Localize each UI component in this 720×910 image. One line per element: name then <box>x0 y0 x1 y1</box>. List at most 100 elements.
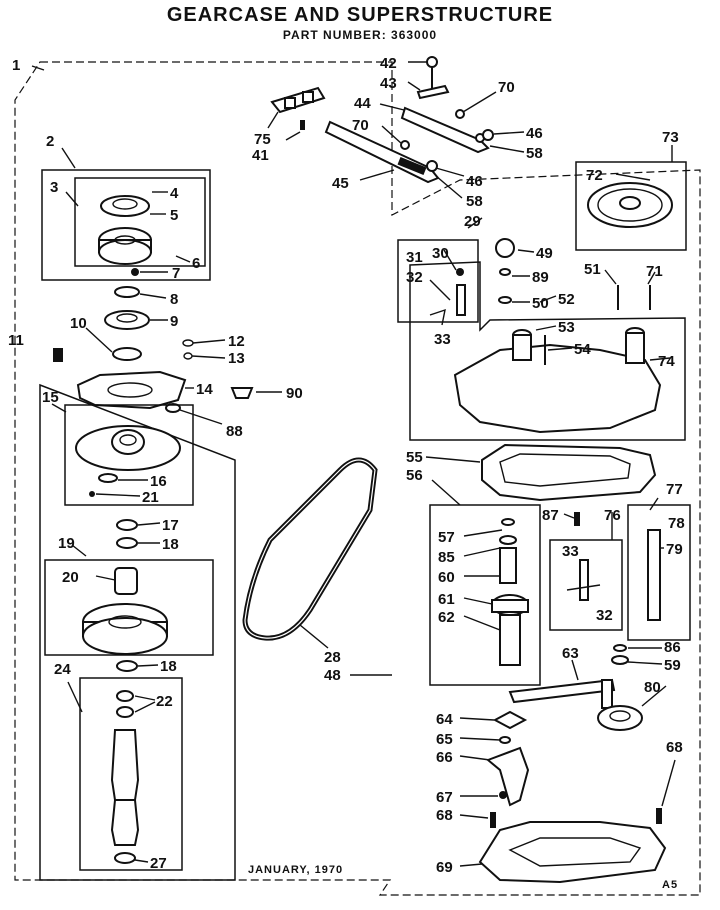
leader-lines <box>31 61 676 867</box>
callout-50: 50 <box>532 295 549 312</box>
callout-30: 30 <box>432 245 449 262</box>
callout-1: 1 <box>12 57 20 74</box>
callout-19: 19 <box>58 535 75 552</box>
callout-8: 8 <box>170 291 178 308</box>
callout-42: 42 <box>380 55 397 72</box>
callout-63: 63 <box>562 645 579 662</box>
callout-6: 6 <box>192 255 200 272</box>
callout-4: 4 <box>170 185 179 202</box>
right-parts <box>397 161 691 884</box>
callout-43: 43 <box>380 75 397 92</box>
callout-29: 29 <box>464 213 481 230</box>
callout-33b: 33 <box>562 543 579 560</box>
callout-44: 44 <box>354 95 371 112</box>
callout-22: 22 <box>156 693 173 710</box>
callout-59: 59 <box>664 657 681 674</box>
callout-31: 31 <box>406 249 423 266</box>
callout-24: 24 <box>54 661 71 678</box>
callout-58: 58 <box>526 145 543 162</box>
callout-72: 72 <box>586 167 603 184</box>
callout-16: 16 <box>150 473 167 490</box>
callout-78: 78 <box>668 515 685 532</box>
top-parts <box>270 56 494 184</box>
callout-20: 20 <box>62 569 79 586</box>
callout-61: 61 <box>438 591 455 608</box>
callout-56: 56 <box>406 467 423 484</box>
callout-54: 54 <box>574 341 591 358</box>
callout-15: 15 <box>42 389 59 406</box>
box-group-15-inner <box>64 404 194 506</box>
callout-52: 52 <box>558 291 575 308</box>
callout-32b: 32 <box>596 607 613 624</box>
box-group-29 <box>409 261 686 441</box>
callout-41: 41 <box>252 147 269 164</box>
callout-12: 12 <box>228 333 245 350</box>
callout-5: 5 <box>170 207 178 224</box>
callout-64: 64 <box>436 711 453 728</box>
callout-3: 3 <box>50 179 58 196</box>
footer-date: JANUARY, 1970 <box>248 864 343 876</box>
callout-9: 9 <box>170 313 178 330</box>
box-group-24 <box>79 677 183 871</box>
diagram-title: GEARCASE AND SUPERSTRUCTURE <box>166 4 554 26</box>
callout-18b: 18 <box>160 658 177 675</box>
callout-89: 89 <box>532 269 549 286</box>
callout-7: 7 <box>172 265 180 282</box>
callout-73: 73 <box>662 129 679 146</box>
callout-45: 45 <box>332 175 349 192</box>
box-group-31 <box>397 239 479 323</box>
callout-46: 46 <box>526 125 543 142</box>
box-group-73 <box>575 161 687 251</box>
callout-11: 11 <box>8 332 24 349</box>
callout-58b: 58 <box>466 193 483 210</box>
callout-66: 66 <box>436 749 453 766</box>
footer-code: A5 <box>662 879 678 891</box>
callout-79: 79 <box>666 541 683 558</box>
callout-53: 53 <box>558 319 575 336</box>
callout-87: 87 <box>542 507 559 524</box>
callout-10: 10 <box>70 315 87 332</box>
callout-86: 86 <box>664 639 681 656</box>
callout-80: 80 <box>644 679 661 696</box>
callout-60: 60 <box>438 569 455 586</box>
callout-90: 90 <box>286 385 303 402</box>
callout-70b: 70 <box>352 117 369 134</box>
callout-21: 21 <box>142 489 159 506</box>
callout-75: 75 <box>254 131 271 148</box>
callout-69: 69 <box>436 859 453 876</box>
callout-48: 48 <box>324 667 341 684</box>
callout-labels: 1 2 3 4 5 6 7 8 9 10 11 12 13 14 15 16 1… <box>8 55 685 876</box>
callout-67: 67 <box>436 789 453 806</box>
box-group-19 <box>44 559 214 656</box>
box-group-2 <box>41 169 211 281</box>
box-group-77 <box>627 504 691 641</box>
part-number-line: PART NUMBER: 363000 <box>282 28 438 42</box>
callout-65: 65 <box>436 731 453 748</box>
box-group-3 <box>74 177 206 267</box>
callout-88: 88 <box>226 423 243 440</box>
callout-46b: 46 <box>466 173 483 190</box>
callout-68b: 68 <box>666 739 683 756</box>
callout-77: 77 <box>666 481 683 498</box>
callout-32: 32 <box>406 269 423 286</box>
callout-14: 14 <box>196 381 213 398</box>
callout-85: 85 <box>438 549 455 566</box>
callout-2: 2 <box>46 133 54 150</box>
callout-33: 33 <box>434 331 451 348</box>
callout-76: 76 <box>604 507 621 524</box>
callout-71: 71 <box>646 263 663 280</box>
callout-74: 74 <box>658 353 675 370</box>
drive-belt <box>242 457 378 641</box>
callout-55: 55 <box>406 449 423 466</box>
callout-27: 27 <box>150 855 167 872</box>
callout-49: 49 <box>536 245 553 262</box>
callout-57: 57 <box>438 529 455 546</box>
callout-62: 62 <box>438 609 455 626</box>
callout-28: 28 <box>324 649 341 666</box>
box-group-56 <box>429 504 541 686</box>
box-group-76 <box>549 539 623 631</box>
callout-51: 51 <box>584 261 601 278</box>
callout-70: 70 <box>498 79 515 96</box>
